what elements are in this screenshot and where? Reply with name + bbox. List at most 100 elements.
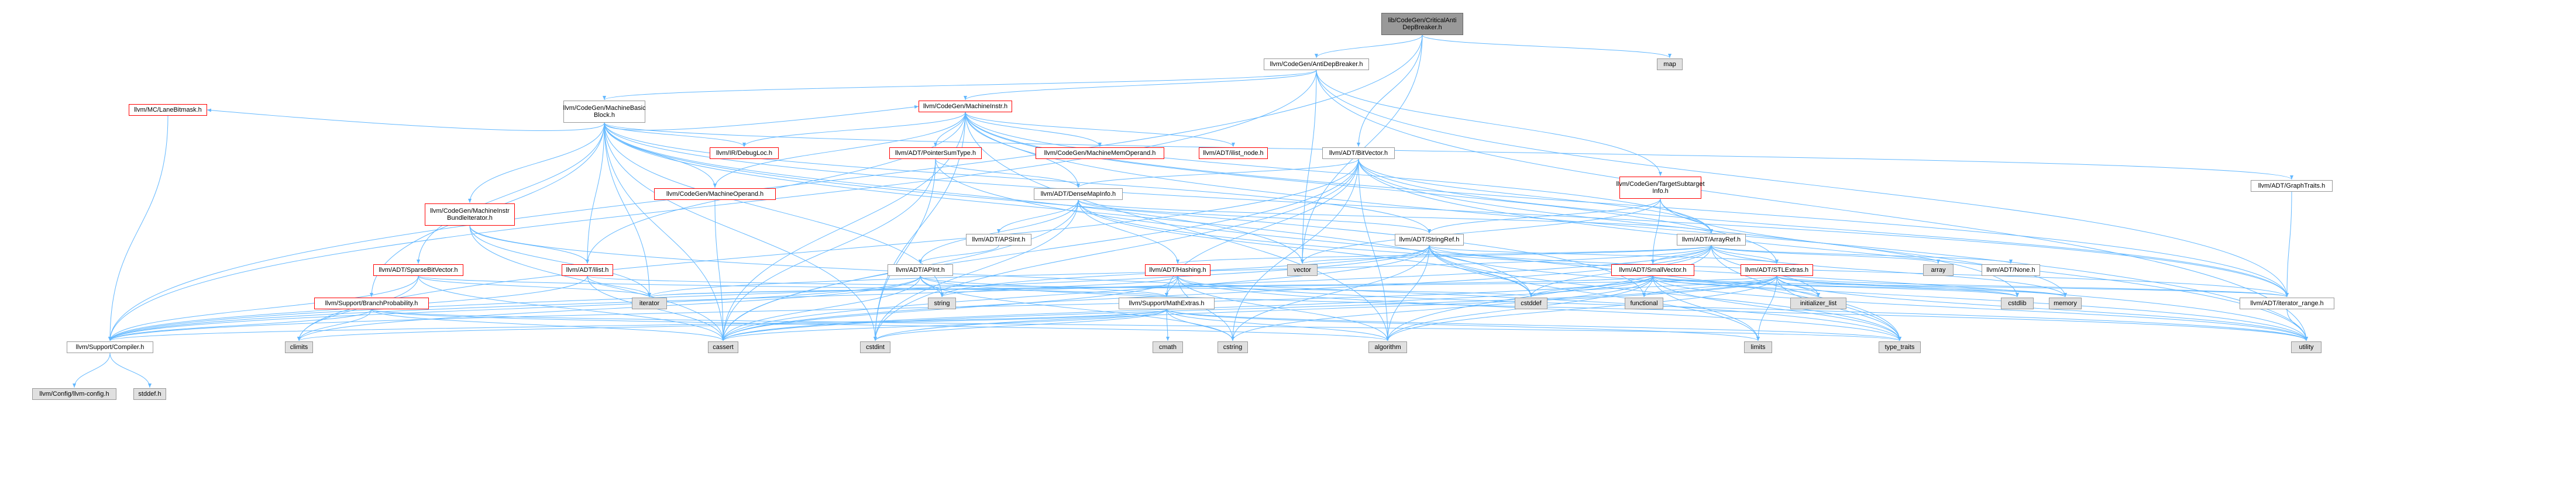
- edge-tsi-to-smallvector: [1651, 198, 1661, 264]
- edge-mbb-to-machineinstr: [604, 105, 919, 131]
- node-machineinstr[interactable]: llvm/CodeGen/MachineInstr.h: [919, 101, 1012, 112]
- node-hashing[interactable]: llvm/ADT/Hashing.h: [1145, 264, 1210, 276]
- node-compiler[interactable]: llvm/Support/Compiler.h: [67, 341, 153, 353]
- node-antidep[interactable]: llvm/CodeGen/AntiDepBreaker.h: [1264, 58, 1369, 70]
- node-branchprob[interactable]: llvm/Support/BranchProbability.h: [314, 298, 429, 309]
- node-iteratorrange[interactable]: llvm/ADT/iterator_range.h: [2240, 298, 2334, 309]
- edge-arrayref-to-hashing: [1176, 245, 1712, 264]
- edge-mathextras-to-climits: [297, 309, 1167, 341]
- node-functional: functional: [1625, 298, 1663, 309]
- edge-root-to-map: [1422, 34, 1672, 58]
- node-arrayref[interactable]: llvm/ADT/ArrayRef.h: [1677, 234, 1746, 246]
- edge-machineinstr-to-ilistnode: [965, 112, 1235, 147]
- edge-arrayref-to-array: [1711, 245, 1940, 264]
- edge-apint-to-cstring: [920, 275, 1234, 341]
- edge-smallvector-to-cstddef: [1529, 275, 1653, 298]
- edge-smallvector-to-iterator: [648, 275, 1653, 298]
- edge-mbb-to-ilist: [586, 122, 605, 264]
- edge-machineinstr-to-debugloc: [742, 112, 966, 147]
- node-cstdint: cstdint: [860, 341, 890, 353]
- edge-arrayref-to-vector: [1301, 245, 1712, 264]
- edge-smallvector-to-utility: [1652, 275, 2308, 341]
- edge-mbb-to-cstdint: [604, 122, 877, 341]
- node-map: map: [1657, 58, 1683, 70]
- edge-tsi-to-memory: [1660, 198, 2067, 298]
- node-sparsebv[interactable]: llvm/ADT/SparseBitVector.h: [373, 264, 463, 276]
- edge-sparsebv-to-mathextras: [418, 275, 1168, 298]
- node-limits: limits: [1744, 341, 1772, 353]
- node-bitvector[interactable]: llvm/ADT/BitVector.h: [1322, 147, 1395, 159]
- edge-tsi-to-vector: [1301, 198, 1661, 264]
- edge-iteratorrange-to-utility: [2286, 309, 2308, 341]
- edge-arrayref-to-memory: [1711, 245, 2067, 298]
- node-none[interactable]: llvm/ADT/None.h: [1982, 264, 2040, 276]
- node-graphtraits[interactable]: llvm/ADT/GraphTraits.h: [2251, 180, 2333, 192]
- node-pointersumtype[interactable]: llvm/ADT/PointerSumType.h: [889, 147, 982, 159]
- node-apsint[interactable]: llvm/ADT/APSInt.h: [966, 234, 1031, 246]
- edge-bundleiter-to-iterator: [469, 225, 651, 298]
- edge-densemapinfo-to-stringref: [1078, 199, 1431, 234]
- edge-smallvector-to-iteratorrange: [1652, 275, 2289, 298]
- edge-densemapinfo-to-hashing: [1078, 199, 1179, 264]
- node-apint[interactable]: llvm/ADT/APInt.h: [888, 264, 953, 276]
- node-cmath: cmath: [1153, 341, 1183, 353]
- node-stlextras[interactable]: llvm/ADT/STLExtras.h: [1741, 264, 1813, 276]
- edge-bitvector-to-iteratorrange: [1358, 158, 2289, 298]
- node-utility: utility: [2291, 341, 2322, 353]
- edge-bitvector-to-cstdint: [873, 158, 1359, 341]
- edge-antidep-to-iteratorrange: [1316, 70, 2289, 298]
- edge-machineinstr-to-ilist: [586, 112, 966, 264]
- edge-branchprob-to-typetraits: [371, 309, 1901, 341]
- edge-bitvector-to-cstring: [1231, 158, 1359, 341]
- edge-densemapinfo-to-arrayref: [1078, 199, 1713, 234]
- node-typetraits: type_traits: [1879, 341, 1921, 353]
- node-ilist[interactable]: llvm/ADT/ilist.h: [562, 264, 613, 276]
- edge-ilist-to-iterator: [587, 275, 651, 298]
- edge-branchprob-to-climits: [297, 309, 372, 341]
- node-debugloc[interactable]: llvm/IR/DebugLoc.h: [710, 147, 779, 159]
- edge-arrayref-to-algorithm: [1386, 245, 1712, 341]
- node-tsi[interactable]: llvm/CodeGen/TargetSubtarget Info.h: [1616, 177, 1705, 199]
- node-string: string: [928, 298, 956, 309]
- edge-smallvector-to-compiler: [108, 275, 1653, 341]
- edge-mathextras-to-cassert: [721, 309, 1167, 341]
- node-config: llvm/Config/llvm-config.h: [32, 388, 116, 400]
- edge-antidep-to-mbb: [603, 70, 1317, 101]
- edge-hashing-to-utility: [1177, 275, 2308, 341]
- edge-stlextras-to-cassert: [721, 275, 1777, 341]
- node-machineoperand[interactable]: llvm/CodeGen/MachineOperand.h: [654, 188, 776, 200]
- edge-stringref-to-utility: [1429, 245, 2308, 341]
- edge-mbb-to-functional: [604, 122, 1646, 298]
- node-bundleiter[interactable]: llvm/CodeGen/MachineInstr BundleIterator…: [425, 203, 515, 226]
- edge-bundleiter-to-ilist: [469, 225, 589, 264]
- edge-mbb-to-bundleiter: [468, 122, 605, 203]
- edge-mbb-to-iterator: [604, 122, 651, 298]
- node-lanebitmask[interactable]: llvm/MC/LaneBitmask.h: [129, 104, 207, 116]
- edge-sparsebv-to-iterator: [418, 275, 651, 298]
- edge-hashing-to-algorithm: [1177, 275, 1390, 341]
- edge-stringref-to-compiler: [108, 245, 1430, 341]
- edge-smallvector-to-limits: [1652, 275, 1760, 341]
- node-root[interactable]: lib/CodeGen/CriticalAnti DepBreaker.h: [1381, 13, 1463, 35]
- node-mbb[interactable]: llvm/CodeGen/MachineBasic Block.h: [563, 101, 646, 123]
- edge-machineinstr-to-machineoperand: [713, 112, 966, 188]
- node-stddef: stddef.h: [133, 388, 166, 400]
- node-smallvector[interactable]: llvm/ADT/SmallVector.h: [1611, 264, 1694, 276]
- edge-mathextras-to-compiler: [108, 309, 1167, 341]
- node-ilistnode[interactable]: llvm/ADT/ilist_node.h: [1199, 147, 1268, 159]
- node-stringref[interactable]: llvm/ADT/StringRef.h: [1395, 234, 1464, 246]
- edge-arrayref-to-stlextras: [1711, 245, 1779, 264]
- node-cstdlib: cstdlib: [2001, 298, 2034, 309]
- node-iterator: iterator: [632, 298, 667, 309]
- node-mathextras[interactable]: llvm/Support/MathExtras.h: [1119, 298, 1215, 309]
- edge-machineinstr-to-arrayref: [965, 112, 1713, 234]
- node-densemapinfo[interactable]: llvm/ADT/DenseMapInfo.h: [1034, 188, 1123, 200]
- node-memoperand[interactable]: llvm/CodeGen/MachineMemOperand.h: [1036, 147, 1164, 159]
- node-cassert: cassert: [708, 341, 738, 353]
- edge-root-to-antidep: [1315, 34, 1423, 58]
- edge-bitvector-to-algorithm: [1358, 158, 1390, 341]
- edge-pointersumtype-to-densemapinfo: [935, 158, 1080, 188]
- edge-stlextras-to-cstdlib: [1776, 275, 2019, 298]
- edge-mbb-to-vector: [604, 122, 1304, 264]
